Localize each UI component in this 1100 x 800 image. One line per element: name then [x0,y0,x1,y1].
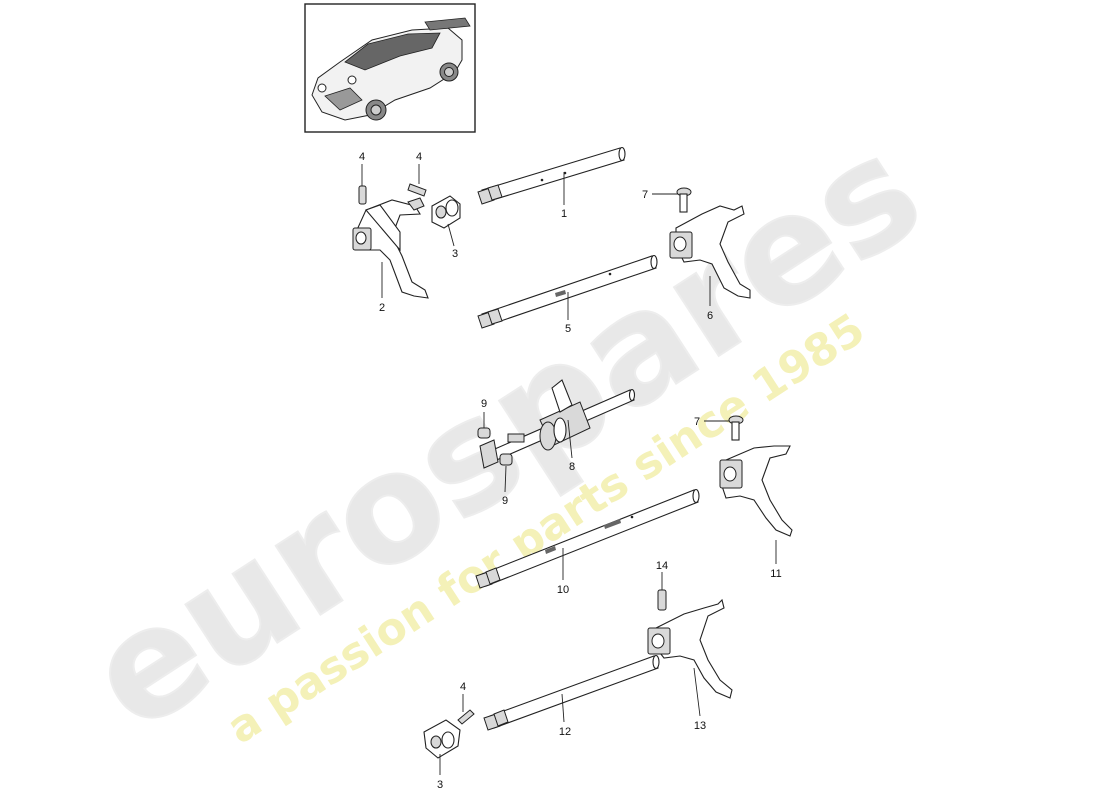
callout-2: 2 [379,302,385,314]
bushing-9b [499,453,513,466]
roll-pin-4b [407,183,427,197]
callout-labels: 1 2 3 3 4 4 4 5 6 7 7 8 9 9 10 11 12 13 … [359,151,782,791]
callout-9-upper: 9 [481,398,487,410]
car-icon [311,17,471,121]
callout-8: 8 [569,461,575,473]
callout-3-lower: 3 [437,779,443,791]
callout-6: 6 [707,310,713,322]
leader-lines [361,164,777,775]
shift-fork-2 [352,197,429,299]
shift-rod-1 [477,146,626,205]
callout-4-lower: 4 [460,681,466,693]
bushing-9a [477,427,491,439]
shift-rod-12 [483,654,660,731]
bolt-7b [728,415,744,441]
roll-pin-4a [358,185,367,205]
callout-12: 12 [559,726,571,738]
roll-pin-4c [457,709,475,725]
watermark-brand: eurospares [60,103,950,765]
collar-3-upper [431,195,461,229]
selector-shaft-8 [479,379,636,469]
callout-10: 10 [557,584,569,596]
shift-rod-5 [477,254,658,329]
vehicle-thumbnail [304,3,476,133]
callout-3-upper: 3 [452,248,458,260]
shift-fork-6 [669,205,751,299]
bolt-7a [676,187,692,213]
callout-11: 11 [770,568,781,580]
collar-3-lower [423,719,461,759]
shift-rod-10 [475,488,700,589]
callout-4-left: 4 [359,151,365,163]
callout-5: 5 [565,323,571,335]
shift-fork-13 [647,598,733,699]
callout-7-upper: 7 [642,189,648,201]
callout-9-lower: 9 [502,495,508,507]
shift-fork-11 [719,445,793,537]
callout-14: 14 [656,560,668,572]
callout-1: 1 [561,208,567,220]
callout-7-lower: 7 [694,416,700,428]
callout-4-upper: 4 [416,151,422,163]
roll-pin-14 [657,589,667,611]
callout-13: 13 [694,720,706,732]
watermark: eurospares a passion for parts since 198… [59,102,951,766]
